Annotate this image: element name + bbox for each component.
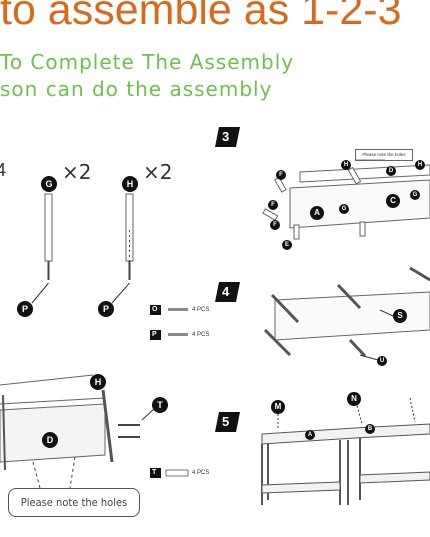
step3-label-c: C xyxy=(386,194,400,208)
step3-label-h1: H xyxy=(341,160,351,170)
step3-label-g2: G xyxy=(410,190,420,200)
step-4-number: 4 xyxy=(222,284,230,299)
part-h-qty: ×2 xyxy=(143,160,173,184)
hardware-t-letter: T xyxy=(152,469,157,476)
step5-label-b: B xyxy=(365,424,375,434)
rod-h xyxy=(111,193,134,304)
subtitle-line-1: To Complete The Assembly xyxy=(0,50,295,74)
rod-g xyxy=(31,193,53,304)
step-3-badge xyxy=(215,127,240,147)
hardware-o-qty: 4 PCS xyxy=(192,307,210,313)
step-5-badge xyxy=(215,412,240,432)
step4-label-s: S xyxy=(393,309,407,323)
step3-label-g1: G xyxy=(339,204,349,214)
part-h-bubble: H xyxy=(122,176,138,192)
step-3-number: 3 xyxy=(222,129,230,144)
step-3-frame xyxy=(262,159,430,240)
step3-label-f1: F xyxy=(276,170,286,180)
please-note-holes-callout: Please note the holes xyxy=(8,488,140,517)
hardware-o-letter: O xyxy=(152,306,158,313)
part-d-bubble: D xyxy=(42,432,58,448)
part-g-bubble: G xyxy=(41,176,57,192)
step-4-frame xyxy=(263,266,430,361)
part-t-bubble: T xyxy=(152,397,168,413)
part-g-qty: ×2 xyxy=(62,160,92,184)
part-p-bubble-2: P xyxy=(98,301,114,317)
step3-label-d: D xyxy=(386,166,396,176)
step5-label-n: N xyxy=(347,392,361,406)
step5-label-m: M xyxy=(271,400,285,414)
step5-label-a: A xyxy=(305,430,315,440)
hardware-p-qty: 4 PCS xyxy=(192,332,210,338)
step-5-stand xyxy=(261,397,430,505)
headline: to assemble as 1-2-3 xyxy=(0,0,402,34)
hardware-list-icons xyxy=(150,305,189,478)
frame-d xyxy=(0,374,156,489)
step-4-badge xyxy=(215,282,240,302)
step3-label-h2: H xyxy=(415,160,425,170)
step3-label-e: E xyxy=(282,240,292,250)
step4-label-u: U xyxy=(377,356,387,366)
hardware-p-letter: P xyxy=(152,331,157,338)
step3-label-f2: F xyxy=(268,200,278,210)
partial-step-number: 4 xyxy=(0,160,7,180)
step-5-number: 5 xyxy=(222,414,230,429)
step3-label-a: A xyxy=(310,206,324,220)
step3-label-f3: F xyxy=(270,220,280,230)
subtitle-line-2: son can do the assembly xyxy=(0,77,273,101)
hardware-t-qty: 4 PCS xyxy=(192,470,210,476)
part-p-bubble-1: P xyxy=(17,301,33,317)
part-h-bubble-frame: H xyxy=(90,374,106,390)
step-3-note: Please note the holes xyxy=(355,149,413,161)
